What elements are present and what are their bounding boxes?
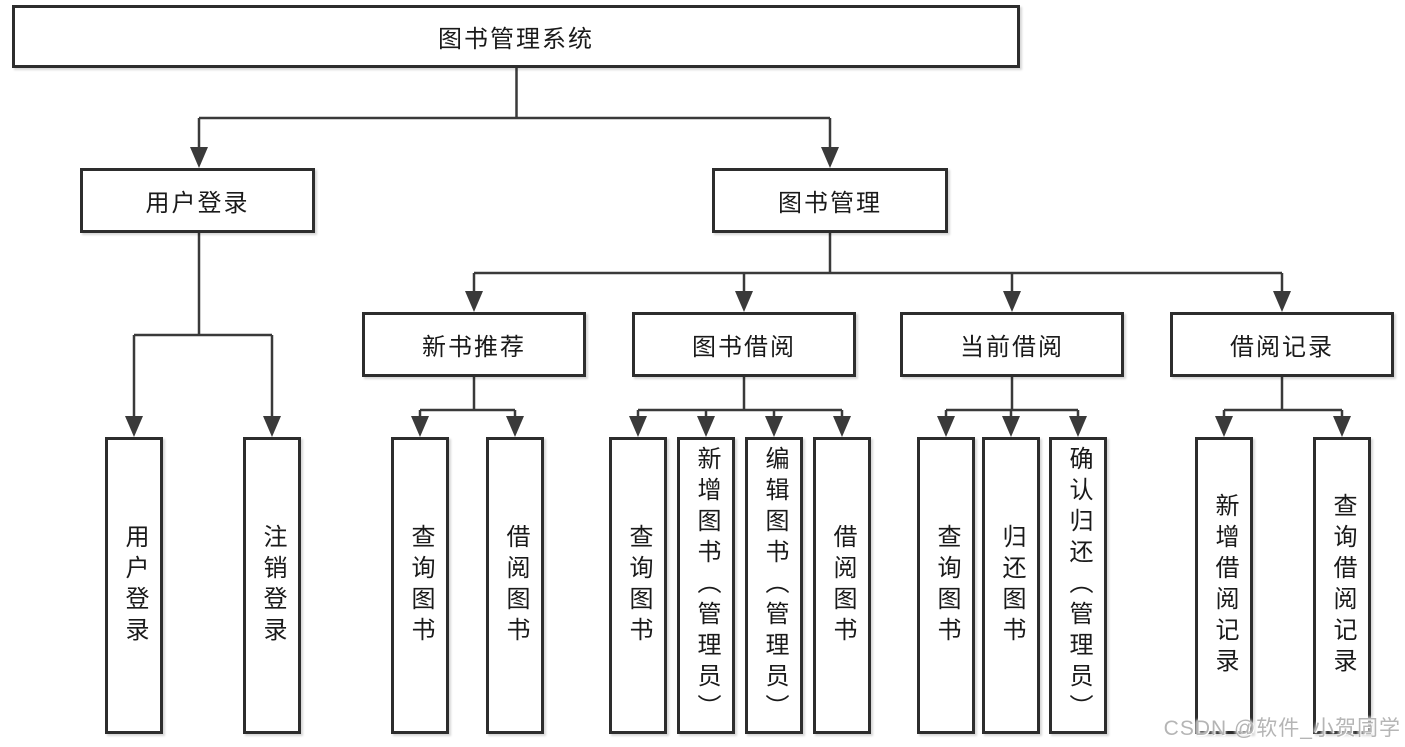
node-user-login: 用户登录 [80, 168, 315, 233]
leaf-logout-label: 注销登录 [259, 523, 286, 648]
leaf-nb-query-book-label: 查询图书 [407, 523, 434, 648]
leaf-cb-query-book: 查询图书 [917, 437, 975, 734]
leaf-bb-add-book-admin: 新增图书（管理员） [677, 437, 735, 734]
leaf-user-login-label: 用户登录 [121, 523, 148, 648]
leaf-user-login: 用户登录 [105, 437, 163, 734]
node-book-borrow: 图书借阅 [632, 312, 856, 377]
leaf-cb-confirm-return-admin-label: 确认归还（管理员） [1065, 446, 1092, 725]
leaf-bb-borrow-book: 借阅图书 [813, 437, 871, 734]
leaf-rec-add-record-label: 新增借阅记录 [1211, 492, 1238, 679]
leaf-cb-confirm-return-admin: 确认归还（管理员） [1049, 437, 1107, 734]
node-new-book-recommend: 新书推荐 [362, 312, 586, 377]
leaf-rec-add-record: 新增借阅记录 [1195, 437, 1253, 734]
leaf-bb-query-book: 查询图书 [609, 437, 667, 734]
leaf-bb-borrow-book-label: 借阅图书 [829, 523, 856, 648]
leaf-cb-return-book: 归还图书 [982, 437, 1040, 734]
node-new-book-recommend-label: 新书推荐 [422, 334, 526, 361]
node-book-mgmt-label: 图书管理 [778, 190, 882, 217]
node-book-mgmt: 图书管理 [712, 168, 948, 233]
node-user-login-label: 用户登录 [145, 190, 250, 217]
leaf-rec-query-record: 查询借阅记录 [1313, 437, 1371, 734]
leaf-cb-return-book-label: 归还图书 [998, 523, 1025, 648]
csdn-watermark: CSDN @软件_小贺同学 [1163, 717, 1401, 740]
leaf-bb-query-book-label: 查询图书 [625, 523, 652, 648]
node-current-borrow: 当前借阅 [900, 312, 1124, 377]
leaf-bb-add-book-admin-label: 新增图书（管理员） [693, 446, 720, 725]
leaf-logout: 注销登录 [243, 437, 301, 734]
leaf-nb-borrow-book-label: 借阅图书 [502, 523, 529, 648]
leaf-rec-query-record-label: 查询借阅记录 [1329, 492, 1356, 679]
node-root-label: 图书管理系统 [438, 26, 594, 53]
node-borrow-records: 借阅记录 [1170, 312, 1394, 377]
leaf-bb-edit-book-admin: 编辑图书（管理员） [745, 437, 803, 734]
node-borrow-records-label: 借阅记录 [1230, 334, 1334, 361]
node-book-borrow-label: 图书借阅 [692, 334, 796, 361]
leaf-bb-edit-book-admin-label: 编辑图书（管理员） [761, 446, 788, 725]
leaf-cb-query-book-label: 查询图书 [933, 523, 960, 648]
leaf-nb-borrow-book: 借阅图书 [486, 437, 544, 734]
arrowhead-icons [125, 147, 1351, 437]
connector-edges [132, 68, 1344, 418]
leaf-nb-query-book: 查询图书 [391, 437, 449, 734]
node-current-borrow-label: 当前借阅 [960, 334, 1064, 361]
node-root: 图书管理系统 [12, 5, 1020, 68]
